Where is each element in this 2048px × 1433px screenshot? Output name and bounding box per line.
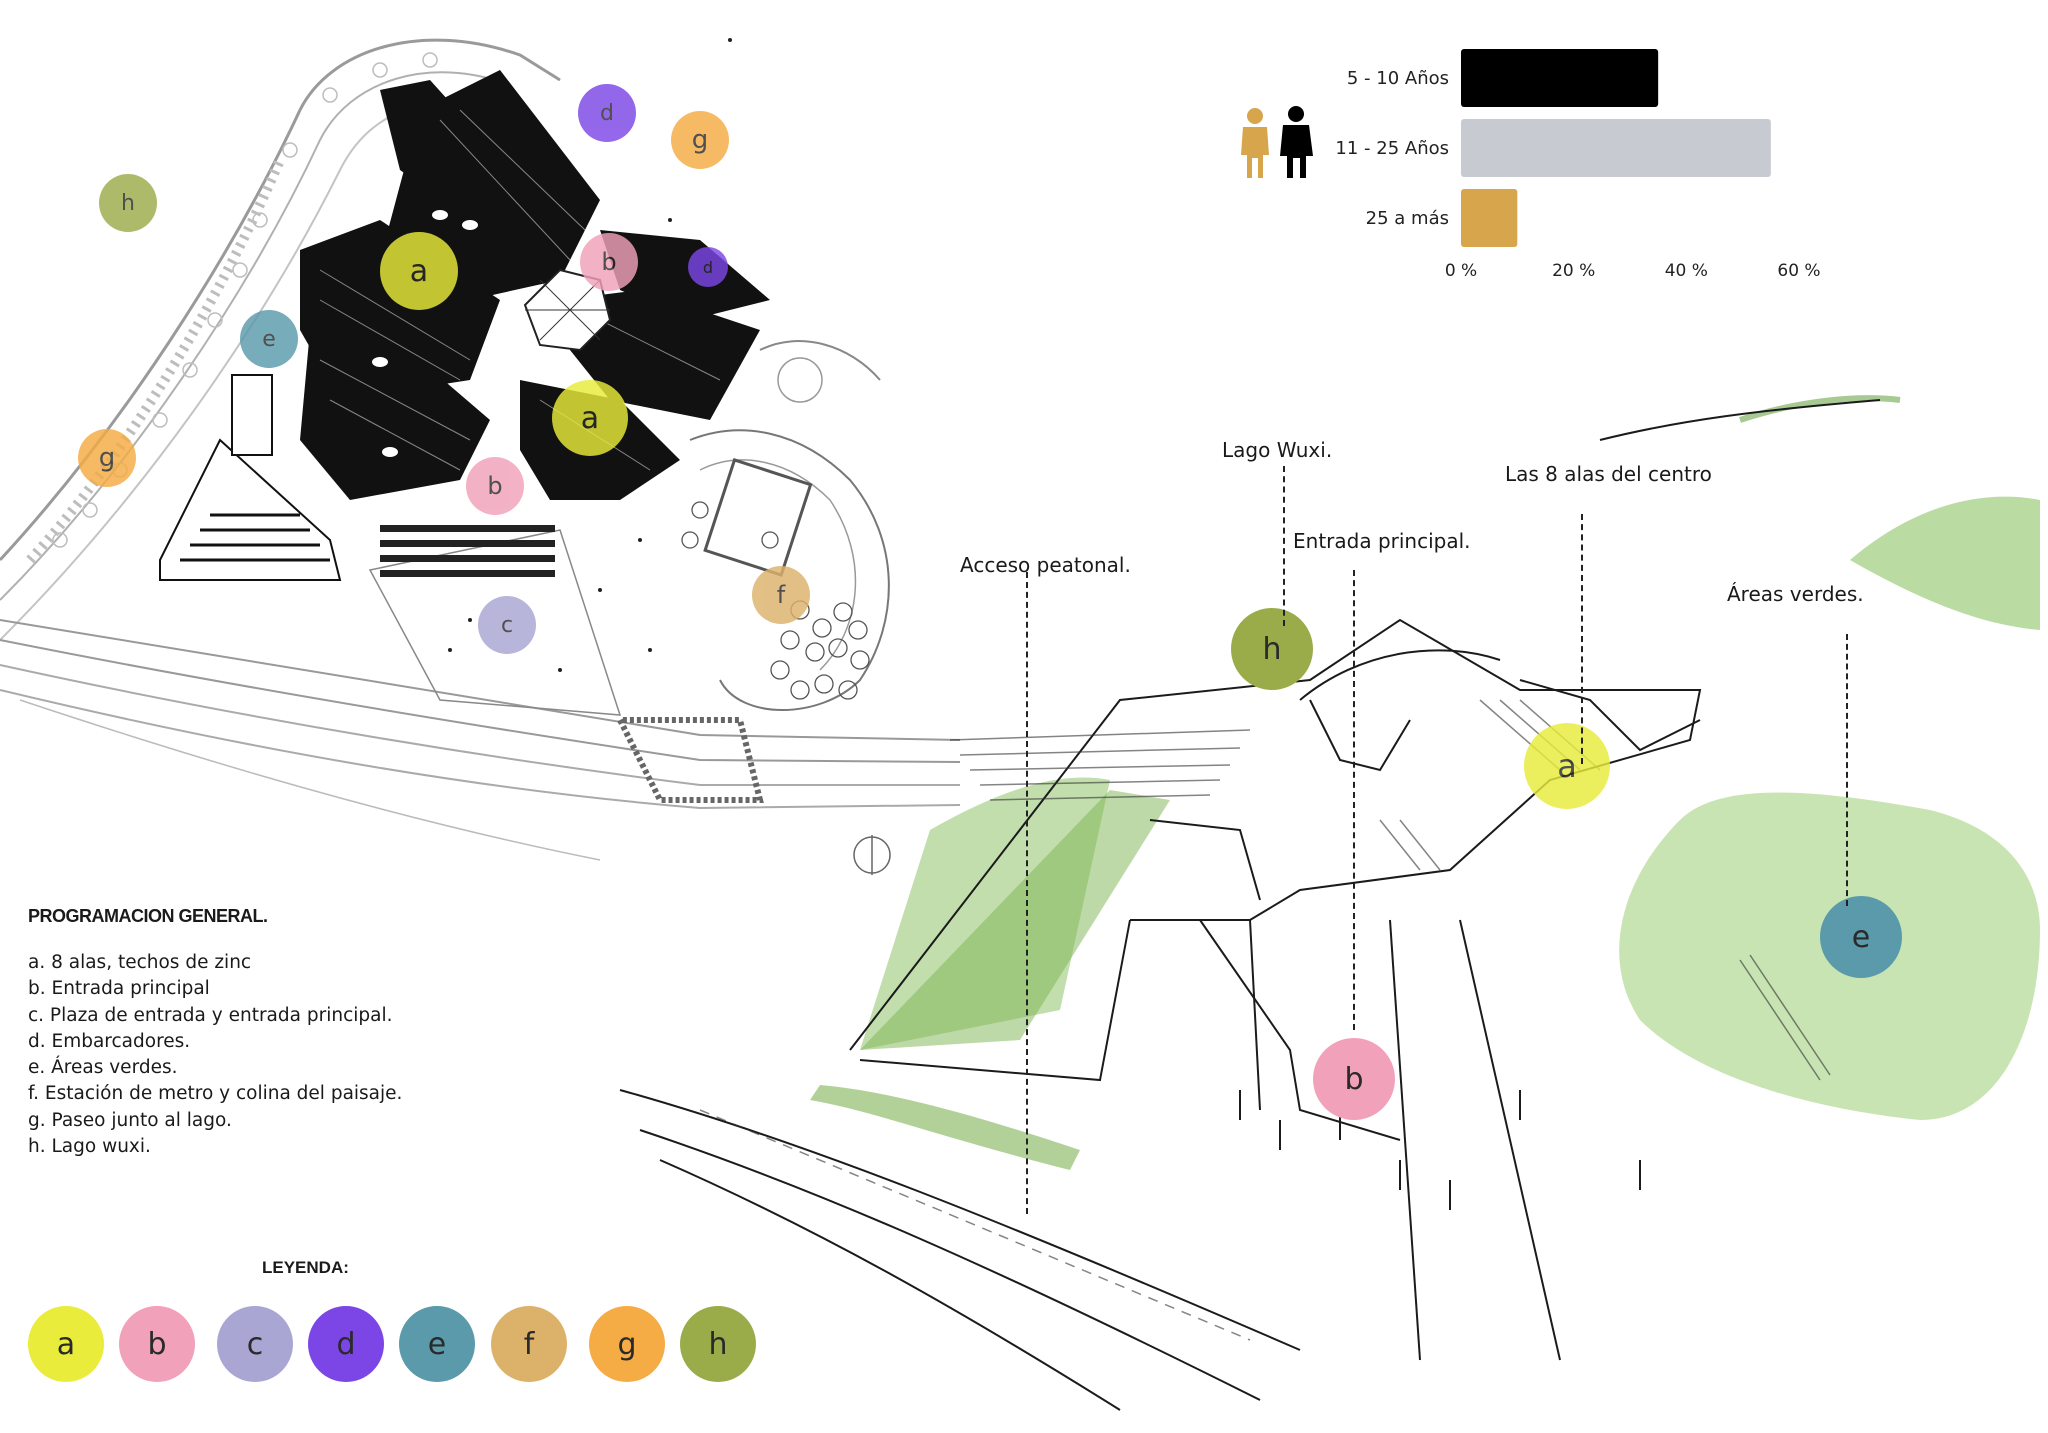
x-tick-label: 40 %: [1665, 261, 1708, 281]
plan-marker: a: [552, 380, 628, 456]
plan-marker: d: [578, 84, 636, 142]
legend-swatch: f: [491, 1306, 567, 1382]
list-item: f. Estación de metro y colina del paisaj…: [28, 1083, 403, 1105]
x-tick-label: 20 %: [1552, 261, 1595, 281]
list-item: h. Lago wuxi.: [28, 1136, 151, 1158]
plan-marker: c: [478, 596, 536, 654]
x-tick-label: 60 %: [1777, 261, 1820, 281]
leader-line: [1581, 514, 1583, 764]
leader-line: [1846, 634, 1848, 906]
person-icon: [1241, 108, 1269, 178]
bar: [1461, 189, 1518, 247]
category-label: 25 a más: [1366, 208, 1449, 229]
legend-swatch: d: [308, 1306, 384, 1382]
x-tick-label: 0 %: [1445, 261, 1477, 281]
list-item: a. 8 alas, techos de zinc: [28, 952, 252, 973]
plan-marker: e: [240, 310, 298, 368]
bar: [1461, 119, 1771, 177]
plan-marker: f: [752, 566, 810, 624]
legend-swatch: b: [119, 1306, 195, 1382]
legend-swatch: c: [217, 1306, 293, 1382]
list-item: b. Entrada principal: [28, 978, 210, 1000]
plan-marker: d: [688, 247, 728, 287]
plan-marker: g: [671, 111, 729, 169]
legend-swatch: a: [28, 1306, 104, 1382]
list-item: g. Paseo junto al lago.: [28, 1109, 232, 1131]
sketch-marker: h: [1231, 608, 1313, 690]
programacion-list: a. 8 alas, techos de zinc b. Entrada pri…: [28, 950, 402, 1160]
leader-line: [1283, 466, 1285, 626]
callout-ocho-alas: Las 8 alas del centro: [1505, 462, 1712, 486]
sketch-marker: b: [1313, 1038, 1395, 1120]
plan-marker: g: [78, 429, 136, 487]
legend-swatch: g: [589, 1306, 665, 1382]
plan-marker: a: [380, 232, 458, 310]
legend-swatch: h: [680, 1306, 756, 1382]
list-item: d. Embarcadores.: [28, 1030, 191, 1052]
callout-areas-verdes: Áreas verdes.: [1727, 582, 1864, 606]
plan-marker: b: [580, 233, 638, 291]
programacion-title: PROGRAMACION GENERAL.: [28, 906, 268, 926]
bar: [1461, 49, 1659, 107]
category-label: 5 - 10 Años: [1347, 68, 1449, 89]
list-item: e. Áreas verdes.: [28, 1057, 178, 1079]
callout-acceso-peatonal: Acceso peatonal.: [960, 553, 1131, 577]
person-icon: [1280, 106, 1313, 178]
sketch-marker: a: [1524, 723, 1610, 809]
legend-swatch: e: [399, 1306, 475, 1382]
callout-lago-wuxi: Lago Wuxi.: [1222, 438, 1333, 462]
leader-line: [1026, 572, 1028, 1214]
leader-line: [1353, 570, 1355, 1030]
age-bar-chart: 5 - 10 Años 11 - 25 Años 25 a más 0 % 20 % 4…: [1241, 49, 1821, 281]
legend-title: LEYENDA:: [262, 1258, 349, 1277]
sketch-marker: e: [1820, 896, 1902, 978]
callout-entrada-principal: Entrada principal.: [1293, 529, 1471, 553]
category-label: 11 - 25 Años: [1335, 138, 1449, 159]
plan-marker: h: [99, 174, 157, 232]
list-item: c. Plaza de entrada y entrada principal.: [28, 1004, 393, 1026]
plan-marker: b: [466, 457, 524, 515]
